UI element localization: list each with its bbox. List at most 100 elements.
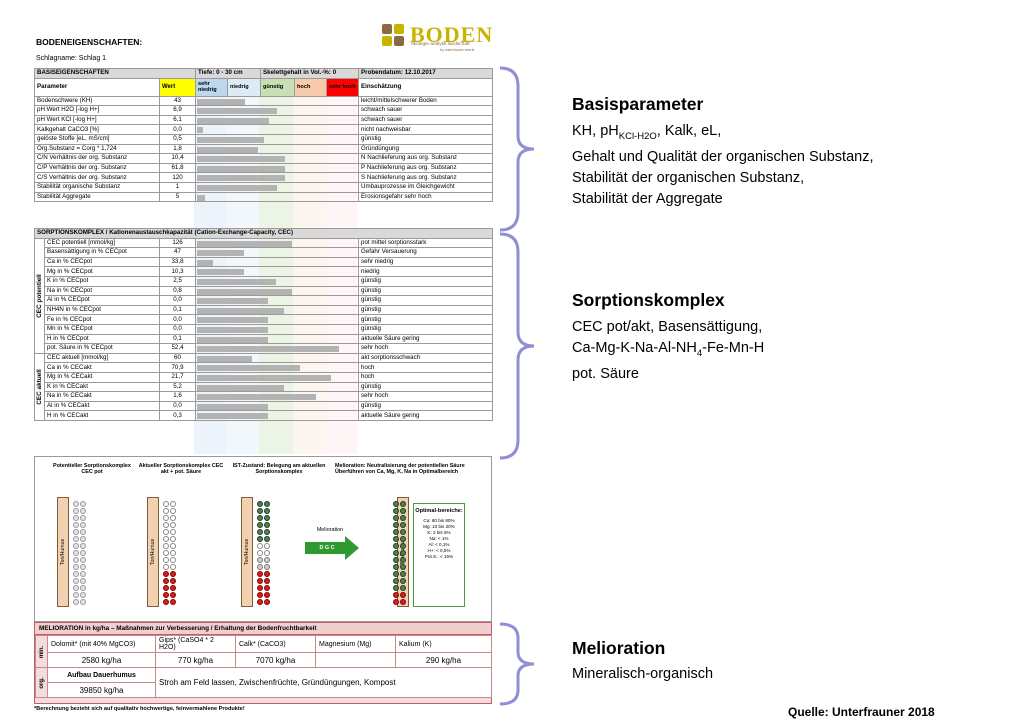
- param-bar: [197, 136, 265, 143]
- diagram-dot: [264, 501, 270, 507]
- field-name: Schlagname: Schlag 1: [36, 55, 107, 62]
- param-bar-cell: [195, 237, 359, 249]
- diagram-dot: [264, 536, 270, 542]
- param-value: 5,2: [159, 381, 196, 393]
- param-assessment: hoch: [357, 362, 494, 373]
- diagram-dot: [264, 571, 270, 577]
- param-value: 43: [158, 95, 197, 107]
- param-bar: [197, 288, 292, 295]
- param-bar: [197, 146, 258, 153]
- param-assessment: niedrig: [357, 266, 494, 277]
- sorption-title: Sorptionskomplex: [572, 290, 725, 310]
- param-value: 0,0: [159, 400, 196, 412]
- diagram-dot: [163, 529, 169, 535]
- param-name: CEC aktuell [mmol/kg]: [44, 352, 160, 364]
- param-bar-cell: [195, 162, 360, 174]
- diagram-dot: [73, 536, 79, 542]
- diagram-dot: [73, 529, 79, 535]
- param-name: Al in % CECpot: [44, 295, 160, 306]
- dauerhumus-label: Aufbau Dauerhumus: [47, 667, 156, 683]
- diagram-dot: [393, 508, 399, 514]
- param-name: C/N Verhältnis der org. Substanz: [34, 153, 160, 164]
- param-value: 5: [158, 191, 197, 203]
- diagram-dot: [400, 571, 406, 577]
- bracket-melioration: [499, 622, 535, 706]
- param-assessment: schwach sauer: [358, 114, 494, 126]
- param-bar-cell: [195, 266, 359, 277]
- diagram-dot: [400, 522, 406, 528]
- param-bar: [197, 98, 246, 105]
- param-name: Mg in % CECpot: [44, 266, 160, 277]
- optimal-line: H+: < 0,5%: [427, 548, 451, 553]
- diagram-dot: [257, 550, 263, 556]
- param-bar-cell: [195, 304, 359, 316]
- param-bar: [197, 298, 269, 305]
- optimal-title: Optimal-bereiche:: [415, 508, 463, 514]
- diagram-dot: [170, 571, 176, 577]
- diagram-dot: [393, 550, 399, 556]
- param-bar-cell: [195, 362, 359, 373]
- param-assessment: günstig: [358, 133, 494, 145]
- diagram-dot: [400, 508, 406, 514]
- param-value: 52,4: [159, 343, 196, 354]
- param-name: Ca in % CECpot: [44, 256, 160, 268]
- diagram-dot: [73, 501, 79, 507]
- param-name: Mn in % CECpot: [44, 323, 160, 335]
- param-bar: [197, 413, 269, 420]
- diagram-dot: [80, 508, 86, 514]
- calk-value: 7070 kg/ha: [235, 652, 316, 668]
- diagram-dot: [163, 508, 169, 514]
- param-value: 47: [159, 247, 196, 258]
- diagram-dot: [163, 585, 169, 591]
- diagram-dot: [73, 599, 79, 605]
- param-bar-cell: [195, 295, 359, 306]
- diagram-dot: [264, 522, 270, 528]
- param-assessment: günstig: [357, 314, 494, 325]
- diagram-dot: [400, 550, 406, 556]
- param-bar-cell: [195, 133, 360, 145]
- optimal-line: Al: < 0,1%: [428, 542, 450, 547]
- param-assessment: günstig: [357, 381, 494, 393]
- diagram-dot: [73, 550, 79, 556]
- param-bar-cell: [195, 114, 360, 126]
- param-value: 126: [159, 237, 196, 249]
- diagram-dot: [73, 522, 79, 528]
- param-bar-cell: [195, 247, 359, 258]
- diagram-dot: [400, 543, 406, 549]
- param-bar: [197, 175, 286, 182]
- bracket-sorption: [499, 232, 535, 460]
- dauerhumus-value: 39850 kg/ha: [47, 682, 156, 698]
- magnesium-label: Magnesium (Mg): [315, 635, 396, 653]
- diagram-dot: [80, 578, 86, 584]
- param-bar-cell: [195, 314, 359, 325]
- diagram-dot: [170, 564, 176, 570]
- param-value: 60: [159, 352, 196, 364]
- diagram-dot: [163, 599, 169, 605]
- param-assessment: akt sorptionsschwach: [357, 352, 494, 364]
- param-bar-cell: [195, 352, 359, 364]
- diagram-dot: [393, 501, 399, 507]
- diagram-dot: [163, 550, 169, 556]
- kalium-value: 290 kg/ha: [395, 652, 492, 668]
- diagram-dot: [400, 557, 406, 563]
- param-assessment: leicht/mittelschwerer Boden: [358, 95, 494, 107]
- col-einschaetzung: Einschätzung: [358, 77, 494, 97]
- param-assessment: günstig: [357, 304, 494, 316]
- arrow-sublabel: D G C: [319, 545, 335, 551]
- param-bar: [197, 307, 284, 314]
- dolomit-value: 2580 kg/ha: [47, 652, 156, 668]
- param-bar-cell: [195, 124, 360, 135]
- diagram-dot: [170, 592, 176, 598]
- diagram-dot: [264, 585, 270, 591]
- param-bar: [197, 165, 286, 172]
- diagram-dot: [170, 501, 176, 507]
- param-bar-cell: [195, 371, 359, 383]
